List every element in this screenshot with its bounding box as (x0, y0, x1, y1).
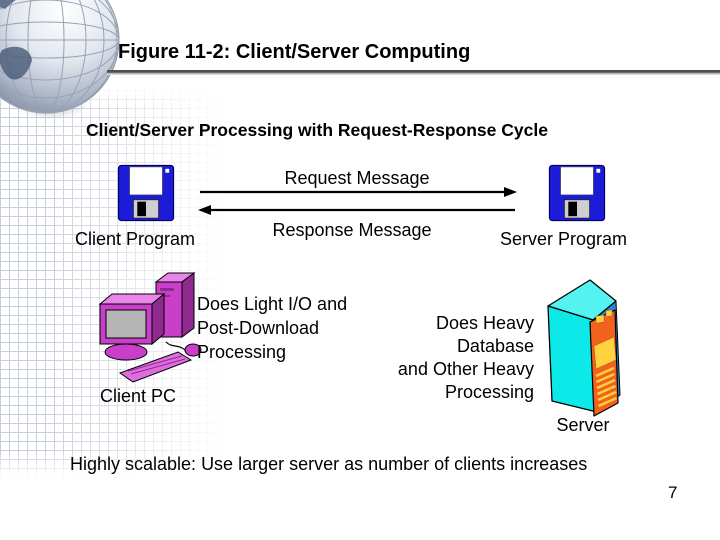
server-processing-note: Does Heavy Database and Other Heavy Proc… (398, 312, 534, 404)
request-message-label: Request Message (284, 168, 430, 188)
floppy-disk-icon (548, 164, 606, 222)
server-program-label: Server Program (500, 229, 628, 249)
note-line: Does Light I/O and (197, 294, 348, 314)
note-line: Processing (444, 382, 534, 402)
response-message-label: Response Message (272, 220, 432, 240)
note-line: Does Heavy (435, 313, 534, 333)
footer-text: Highly scalable: Use larger server as nu… (70, 454, 588, 474)
server-label: Server (556, 415, 610, 435)
server-tower-icon (547, 279, 621, 417)
client-program-label: Client Program (75, 229, 196, 249)
note-line: and Other Heavy (397, 359, 534, 379)
client-pc-label: Client PC (100, 386, 177, 406)
request-arrow (200, 187, 517, 197)
digital-squares-background (0, 86, 252, 478)
request-response-arrows (198, 187, 517, 215)
globe-icon (0, 0, 120, 114)
client-processing-note: Does Light I/O and Post-Download Process… (197, 292, 347, 364)
floppy-disk-icon (117, 164, 175, 222)
slide-title: Figure 11-2: Client/Server Computing (118, 41, 471, 63)
desktop-computer-icon (98, 272, 202, 383)
page-number: 7 (668, 483, 678, 502)
note-line: Processing (197, 342, 287, 362)
note-line: Database (456, 336, 534, 356)
note-line: Post-Download (197, 318, 320, 338)
diagram-heading: Client/Server Processing with Request-Re… (86, 120, 548, 140)
title-underline (107, 70, 720, 75)
response-arrow (198, 205, 515, 215)
